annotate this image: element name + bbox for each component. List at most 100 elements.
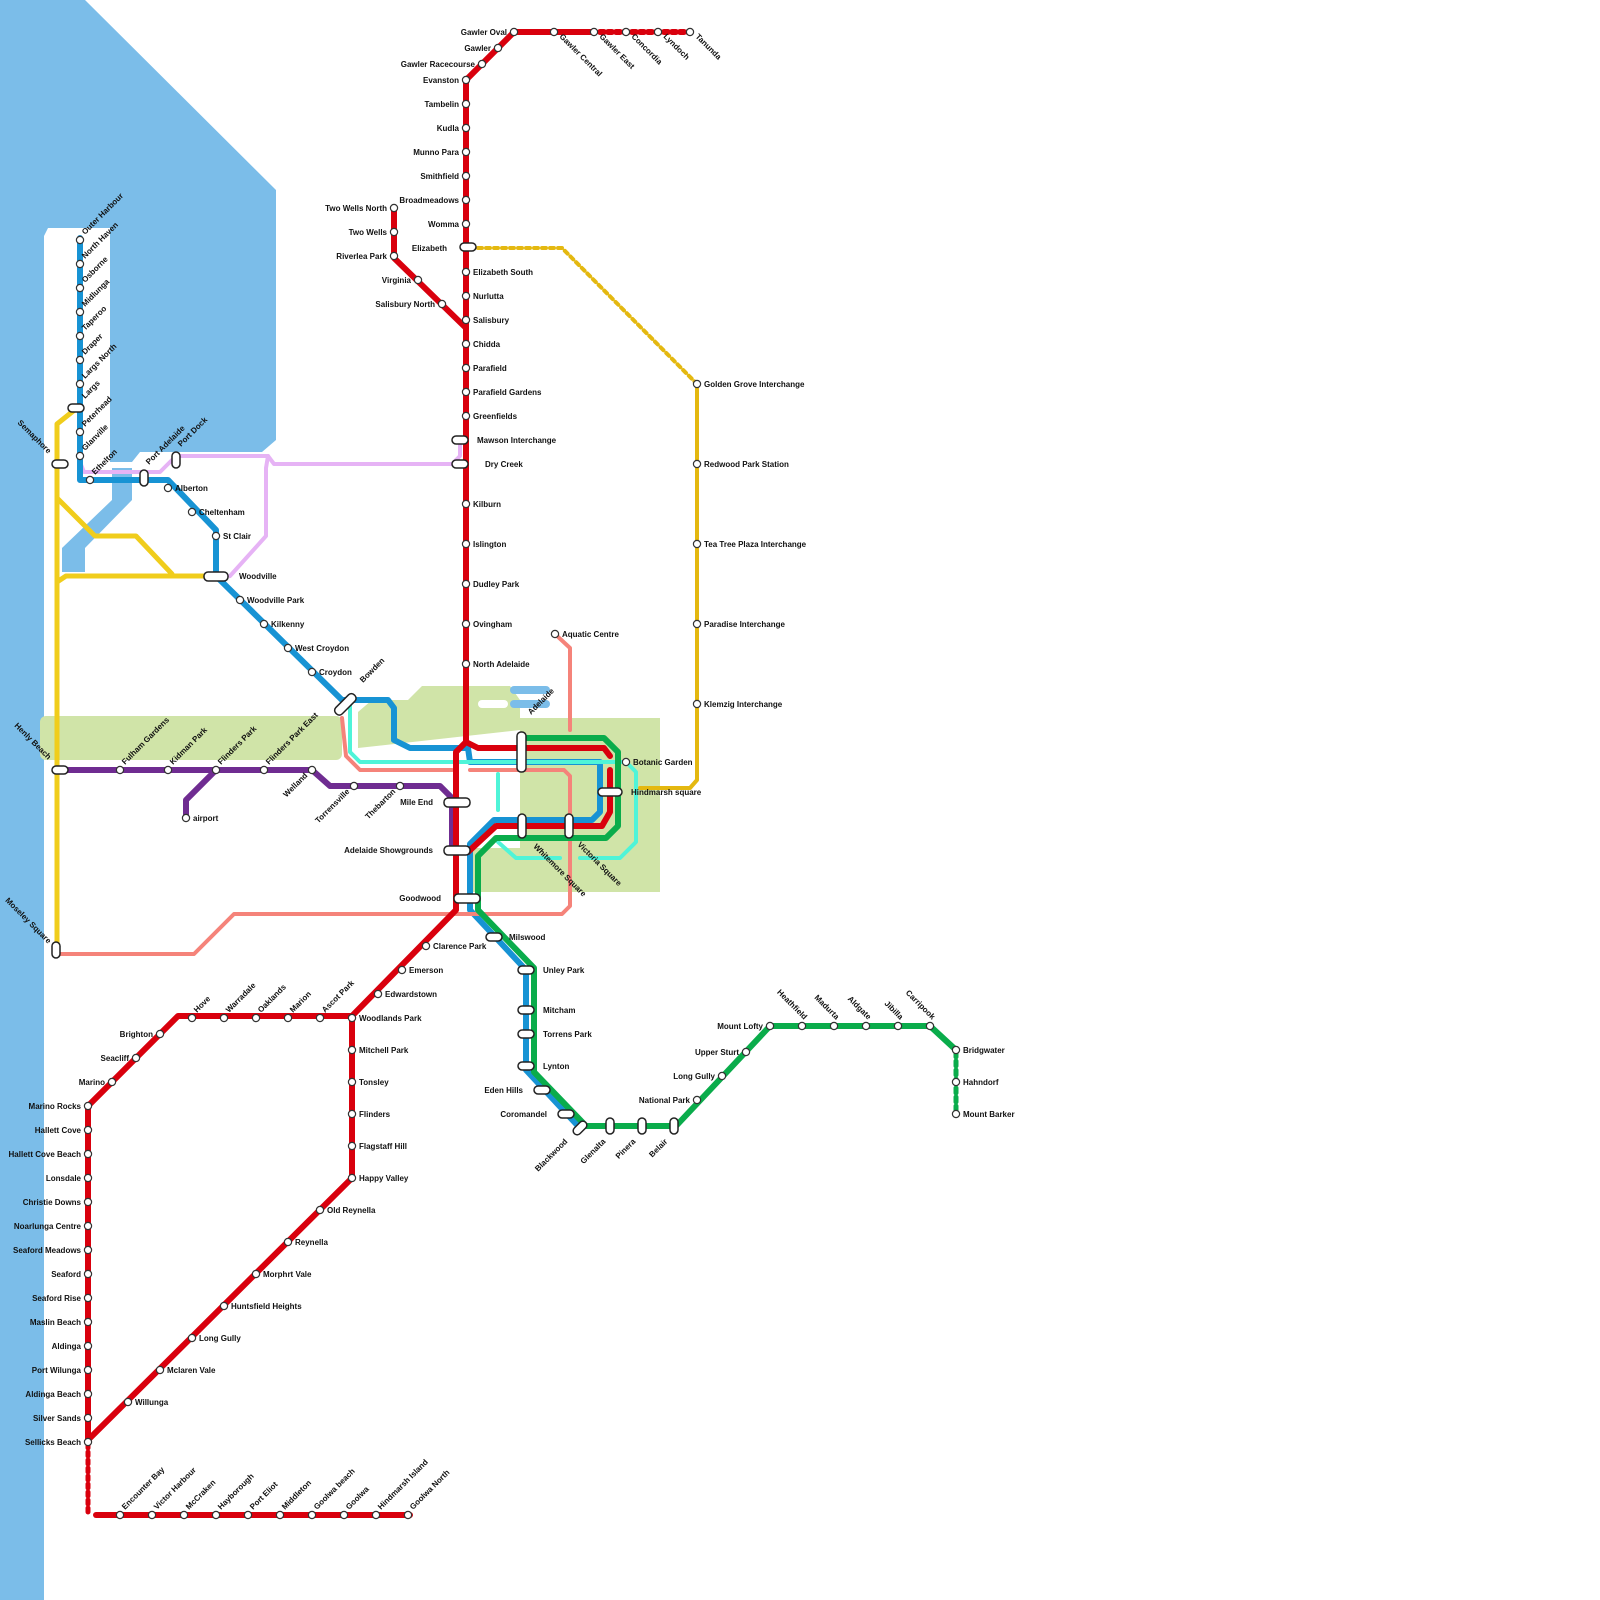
station-outer-harbour[interactable] [75,235,85,245]
station-goolwa-beach[interactable] [307,1510,317,1520]
station-marino[interactable] [107,1077,117,1087]
station-marion[interactable] [283,1013,293,1023]
station-concordia[interactable] [621,27,631,37]
station-taperoo[interactable] [75,331,85,341]
station-flagstaff-hill[interactable] [347,1141,357,1151]
station-torrensville[interactable] [349,781,359,791]
station-gawler[interactable] [493,43,503,53]
station-clarence-park[interactable] [421,941,431,951]
station-thebarton[interactable] [395,781,405,791]
station-goolwa[interactable] [339,1510,349,1520]
interchange-adelaide[interactable] [516,731,527,773]
station-riverlea-park[interactable] [389,251,399,261]
interchange-mitcham[interactable] [517,1005,535,1015]
station-madurta[interactable] [829,1021,839,1031]
station-emerson[interactable] [397,965,407,975]
station-christie-downs[interactable] [83,1197,93,1207]
station-mount-lofty[interactable] [765,1021,775,1031]
station-tea-tree-plaza[interactable] [692,539,702,549]
station-gawler-east[interactable] [589,27,599,37]
station-largs-north[interactable] [75,379,85,389]
station-gawler-central[interactable] [549,27,559,37]
station-north-haven[interactable] [75,259,85,269]
interchange-goodwood[interactable] [453,893,481,904]
station-seaford-meadows[interactable] [83,1245,93,1255]
station-kilburn[interactable] [461,499,471,509]
interchange-elizabeth[interactable] [459,242,477,252]
station-botanic-garden[interactable] [621,757,631,767]
station-silver-sands[interactable] [83,1413,93,1423]
station-woodville-park[interactable] [235,595,245,605]
station-gawler-oval[interactable] [509,27,519,37]
station-st-clair[interactable] [211,531,221,541]
station-mccraken[interactable] [179,1510,189,1520]
station-hayborough[interactable] [211,1510,221,1520]
station-carripook[interactable] [925,1021,935,1031]
interchange-belair[interactable] [669,1117,679,1135]
station-midlunga[interactable] [75,307,85,317]
station-reynella[interactable] [283,1237,293,1247]
station-hallett-cove[interactable] [83,1125,93,1135]
station-ethelton[interactable] [85,475,95,485]
station-alberton[interactable] [163,483,173,493]
station-kilkenny[interactable] [259,619,269,629]
station-ascot-park[interactable] [315,1013,325,1023]
station-encounter-bay[interactable] [115,1510,125,1520]
interchange-port-adelaide[interactable] [139,469,149,487]
station-old-reynella[interactable] [315,1205,325,1215]
station-evanston[interactable] [461,75,471,85]
station-noarlunga-centre[interactable] [83,1221,93,1231]
station-flinders-park-east[interactable] [259,765,269,775]
interchange-coromandel[interactable] [557,1109,575,1119]
station-victor-harbour[interactable] [147,1510,157,1520]
station-marino-rocks[interactable] [83,1101,93,1111]
interchange-hindmarsh[interactable] [597,787,623,797]
station-hove[interactable] [187,1013,197,1023]
interchange-bowden[interactable] [333,692,358,717]
station-flinders[interactable] [347,1109,357,1119]
interchange-moseley[interactable] [51,941,61,959]
station-maslin-beach[interactable] [83,1317,93,1327]
station-mitchell-park[interactable] [347,1045,357,1055]
station-hallett-cove-beach[interactable] [83,1149,93,1159]
interchange-pinera[interactable] [637,1117,647,1135]
station-ovingham[interactable] [461,619,471,629]
interchange-semaphore[interactable] [51,459,69,469]
station-munno-para[interactable] [461,147,471,157]
station-morphrt-vale[interactable] [251,1269,261,1279]
station-womma[interactable] [461,219,471,229]
station-aldinga[interactable] [83,1341,93,1351]
station-aldinga-beach[interactable] [83,1389,93,1399]
station-port-eliot[interactable] [243,1510,253,1520]
station-glanville[interactable] [75,451,85,461]
station-long-gully-hills[interactable] [717,1071,727,1081]
station-mclaren-vale[interactable] [155,1365,165,1375]
station-cheltenham[interactable] [187,507,197,517]
interchange-showgrounds[interactable] [443,845,471,856]
station-hahndorf[interactable] [951,1077,961,1087]
station-broadmeadows[interactable] [461,195,471,205]
station-edwardstown[interactable] [373,989,383,999]
interchange-port-dock[interactable] [171,451,181,469]
station-islington[interactable] [461,539,471,549]
station-nurlutta[interactable] [461,291,471,301]
station-tambelin[interactable] [461,99,471,109]
interchange-largs[interactable] [67,403,85,413]
station-chidda[interactable] [461,339,471,349]
interchange-milswood[interactable] [485,932,503,942]
station-redwood-park[interactable] [692,459,702,469]
station-port-wilunga[interactable] [83,1365,93,1375]
station-bridgwater[interactable] [951,1045,961,1055]
station-warradale[interactable] [219,1013,229,1023]
station-osborne[interactable] [75,283,85,293]
station-seacliff[interactable] [131,1053,141,1063]
station-hindmarsh-island[interactable] [371,1510,381,1520]
interchange-mawson[interactable] [451,435,469,445]
station-salisbury-north[interactable] [437,299,447,309]
interchange-victoria[interactable] [564,813,574,839]
interchange-woodville[interactable] [203,571,229,582]
station-two-wells-north[interactable] [389,203,399,213]
interchange-dry-creek[interactable] [451,459,469,469]
station-lonsdale[interactable] [83,1173,93,1183]
station-flinders-park[interactable] [211,765,221,775]
